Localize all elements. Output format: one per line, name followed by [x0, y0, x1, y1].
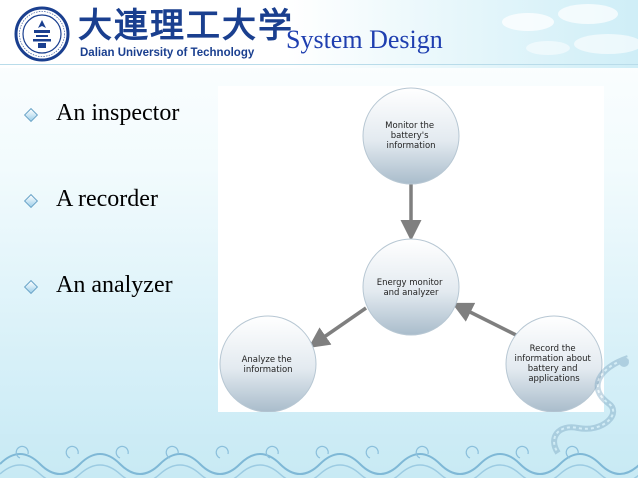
node-analyze: Analyze the information: [219, 315, 317, 413]
diamond-bullet-icon: [23, 107, 39, 123]
svg-text:Monitor the battery's: Monitor the battery's information: [385, 121, 437, 151]
svg-text:Analyze the informatio: Analyze the information: [242, 355, 295, 375]
wave-pattern-footer: [0, 434, 638, 478]
university-name-chinese: 大連理工大学: [78, 6, 294, 46]
bullet-text: An analyzer: [56, 272, 173, 298]
node-label-line: information: [243, 365, 292, 375]
node-label-line: Monitor the: [385, 121, 434, 131]
slide-title: System Design: [286, 25, 443, 54]
node-label-line: Record the: [530, 344, 576, 354]
dragon-decoration: [551, 355, 630, 455]
svg-text:Energy monitor and ana: Energy monitor and analyzer: [377, 278, 445, 298]
node-label-line: battery and: [528, 364, 578, 374]
slide-header: 大連理工大学 Dalian University of Technology S…: [0, 0, 638, 68]
node-energy-monitor: Energy monitor and analyzer: [362, 238, 460, 336]
node-label-line: Energy monitor: [377, 278, 443, 288]
node-label-line: Analyze the: [242, 355, 292, 365]
node-label-line: applications: [528, 374, 580, 384]
node-monitor: Monitor the battery's information: [362, 87, 460, 185]
header-divider: [0, 64, 638, 65]
system-diagram: Monitor the battery's information Energy…: [218, 86, 604, 413]
node-label-line: battery's: [391, 131, 429, 141]
diamond-bullet-icon: [23, 193, 39, 209]
bullet-text: An inspector: [56, 100, 180, 126]
cloud-decoration: [502, 4, 638, 55]
node-label-line: information about: [515, 354, 592, 364]
university-seal-icon: [14, 6, 70, 62]
node-record: Record the information about battery and…: [505, 315, 603, 413]
bullet-text: A recorder: [56, 186, 158, 212]
arrow-center-to-left: [308, 306, 367, 348]
university-name-english: Dalian University of Technology: [80, 47, 255, 59]
node-label-line: information: [386, 141, 435, 151]
diamond-bullet-icon: [23, 279, 39, 295]
arrow-right-to-center: [451, 302, 519, 338]
node-label-line: and analyzer: [383, 288, 439, 298]
svg-text:Record the information: Record the information about battery and…: [515, 344, 594, 384]
